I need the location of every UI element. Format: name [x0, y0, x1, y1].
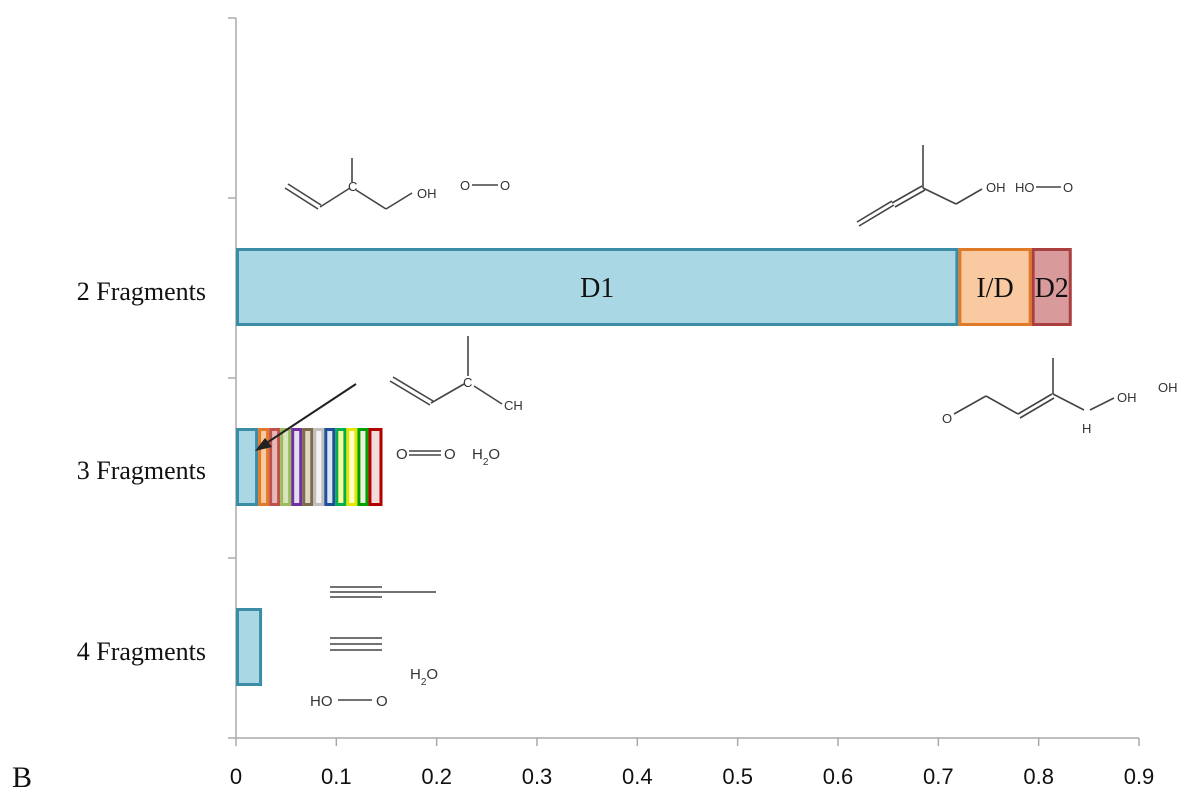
bar-segment	[958, 248, 1032, 326]
bar-segment	[280, 428, 292, 506]
x-tick-label: 0.3	[522, 764, 553, 789]
bar-segment	[324, 428, 336, 506]
mol-o: O	[444, 446, 456, 463]
x-tick-label: 0.5	[722, 764, 753, 789]
category-label-4-fragments: 4 Fragments	[77, 637, 206, 666]
x-tick-label: 0.1	[321, 764, 352, 789]
mol-o: O	[396, 446, 408, 463]
x-tick-label: 0.7	[923, 764, 954, 789]
mol-ho: HO	[1015, 180, 1035, 195]
molecule-2frag-left: C OH O O	[284, 158, 510, 210]
bar-segment	[335, 428, 347, 506]
x-tick-label: 0	[230, 764, 242, 789]
molecule-3frag-left: C CH O O H2O	[389, 336, 523, 468]
mol-oh: OH	[1117, 390, 1137, 405]
bar-segment	[236, 248, 959, 326]
bar-segment	[368, 428, 383, 506]
bar-segment	[302, 428, 314, 506]
category-label-2-fragments: 2 Fragments	[77, 277, 206, 306]
mol-o: O	[460, 178, 470, 193]
x-tick-label: 0.9	[1124, 764, 1155, 789]
y-axis-ticks	[228, 17, 236, 739]
molecule-2frag-right: OH HO O	[856, 145, 1073, 227]
mol-o: O	[376, 693, 388, 710]
mol-oh: OH	[417, 186, 437, 201]
bar-segment	[357, 428, 369, 506]
x-tick-label: 0.8	[1023, 764, 1054, 789]
arrow-annotation	[255, 383, 357, 451]
mol-c: C	[348, 179, 357, 194]
molecule-4frag: H2O HO O	[310, 586, 438, 710]
x-tick-labels: 0 0.1 0.2 0.3 0.4 0.5 0.6 0.7 0.8 0.9	[230, 764, 1154, 789]
mol-h: H	[1082, 421, 1091, 436]
bar-segment	[313, 428, 325, 506]
mol-h2o: H2O	[410, 666, 438, 688]
bar-segment	[258, 428, 270, 506]
molecule-3frag-right: O H OH OH	[942, 358, 1178, 436]
bar-segment-label: I/D	[976, 273, 1013, 304]
bar-segment	[269, 428, 281, 506]
mol-o: O	[500, 178, 510, 193]
bar-segment	[346, 428, 358, 506]
bar-segment	[1031, 248, 1072, 326]
panel-label: B	[12, 761, 32, 794]
bars: D1 I/D D2	[236, 248, 1072, 686]
bar-segment	[236, 608, 263, 686]
bar-segment-label: D1	[580, 273, 614, 304]
bar-segment-label: D2	[1035, 273, 1069, 304]
bar-segment	[291, 428, 303, 506]
bar-segment	[236, 428, 259, 506]
mol-ho: HO	[310, 693, 333, 710]
x-axis-ticks	[235, 738, 1140, 746]
mol-o: O	[942, 411, 952, 426]
x-tick-label: 0.6	[823, 764, 854, 789]
mol-c: C	[463, 375, 472, 390]
mol-oh: OH	[1158, 380, 1178, 395]
mol-oh: OH	[986, 180, 1006, 195]
x-tick-label: 0.4	[622, 764, 653, 789]
category-label-3-fragments: 3 Fragments	[77, 456, 206, 485]
x-tick-label: 0.2	[421, 764, 452, 789]
mol-o: O	[1063, 180, 1073, 195]
mol-h2o: H2O	[472, 446, 500, 468]
mol-ch: CH	[504, 398, 523, 413]
